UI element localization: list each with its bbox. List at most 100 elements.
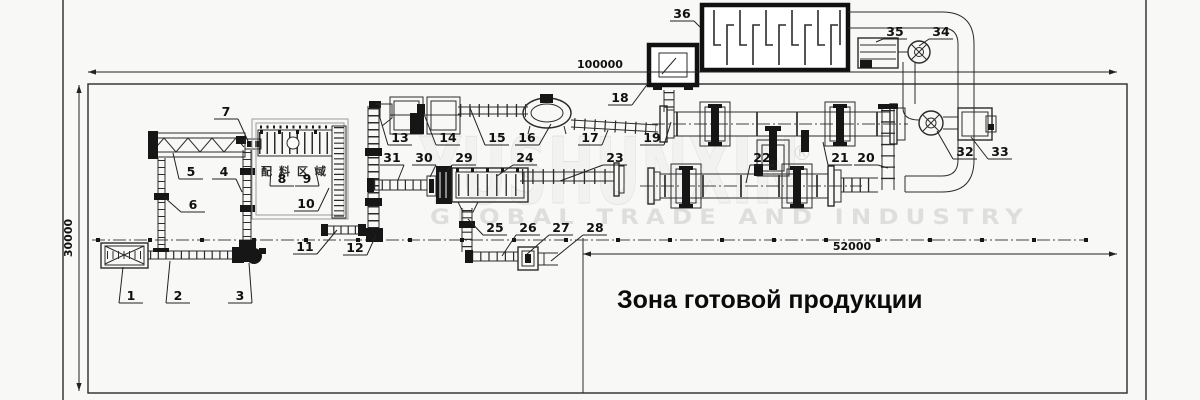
svg-text:21: 21	[831, 150, 848, 165]
mixer-16	[522, 94, 572, 135]
part-label-24: 24	[496, 150, 537, 177]
pellet-mill-24	[451, 167, 529, 213]
part-label-11: 11	[293, 229, 338, 255]
drum-support-pier	[824, 101, 856, 147]
drum-support-pier	[670, 163, 702, 209]
svg-text:22: 22	[753, 150, 770, 165]
part-label-26: 26	[501, 220, 540, 257]
part-label-23: 23	[559, 150, 627, 182]
svg-text:52000: 52000	[833, 240, 872, 253]
pipework	[848, 11, 976, 193]
svg-text:13: 13	[391, 130, 408, 145]
dimension-30000: 30000	[62, 85, 82, 391]
stairs-ladder-10	[331, 125, 347, 219]
motor-35	[857, 37, 908, 69]
part-label-20: 20	[854, 150, 889, 169]
part-label-1: 1	[118, 266, 143, 304]
svg-text:17: 17	[581, 130, 598, 145]
part-label-12: 12	[343, 234, 377, 256]
svg-text:3: 3	[236, 288, 245, 303]
part-label-27: 27	[525, 220, 573, 256]
svg-text:19: 19	[643, 130, 660, 145]
part-label-3: 3	[228, 262, 253, 304]
part-label-15: 15	[469, 107, 509, 146]
screw-conveyor-15	[458, 104, 528, 117]
part-label-29: 29	[446, 150, 476, 172]
conveyor-11	[321, 224, 366, 236]
part-label-35: 35	[875, 24, 907, 43]
part-label-7: 7	[214, 104, 249, 142]
part-label-16: 16	[515, 123, 552, 146]
fan-34	[907, 40, 931, 64]
belt-conveyor-2	[148, 250, 242, 260]
svg-text:20: 20	[857, 150, 875, 165]
dust-collector-36	[699, 2, 851, 73]
part-label-8: 8	[269, 166, 294, 187]
bucket-elevator-12	[365, 101, 383, 242]
support-column-6	[153, 158, 169, 252]
part-label-30: 30	[412, 150, 437, 178]
fan-32	[918, 110, 958, 136]
hot-air-furnace-21	[756, 126, 809, 177]
batching-area-label: 配料区域	[261, 164, 333, 178]
svg-text:16: 16	[518, 130, 536, 145]
duct-conveyor-17	[570, 118, 659, 135]
part-label-19: 19	[640, 121, 672, 146]
conveyor-31	[367, 178, 427, 192]
svg-text:25: 25	[486, 220, 503, 235]
part-label-25: 25	[467, 218, 507, 236]
pellet-mill-line	[367, 166, 529, 213]
watermark-tagline: GLOBAL TRADE AND INDUSTRY	[430, 205, 1030, 229]
discharge-28	[537, 252, 558, 266]
control-box-18	[646, 42, 700, 112]
part-label-36: 36	[670, 6, 701, 28]
svg-text:4: 4	[220, 164, 229, 179]
dimension-100000: 100000	[88, 58, 1117, 75]
svg-text:18: 18	[611, 90, 628, 105]
svg-text:14: 14	[439, 130, 457, 145]
motor-33	[957, 107, 997, 141]
svg-text:5: 5	[187, 164, 196, 179]
elevator-line	[321, 101, 393, 242]
part-label-17: 17	[578, 129, 609, 146]
part-label-33: 33	[970, 136, 1012, 160]
part-label-21: 21	[822, 141, 852, 166]
svg-text:6: 6	[189, 197, 198, 212]
drawing-frame	[62, 0, 1147, 400]
dimension-52000: 52000	[583, 240, 1117, 257]
svg-text:23: 23	[606, 150, 623, 165]
feeding-section	[100, 131, 266, 269]
svg-text:100000: 100000	[577, 58, 623, 71]
svg-text:27: 27	[552, 220, 569, 235]
crusher-3	[232, 247, 266, 264]
svg-text:29: 29	[455, 150, 472, 165]
bucket-elevator-4	[239, 150, 256, 250]
svg-text:32: 32	[956, 144, 973, 159]
truss-conveyor-5	[148, 131, 246, 159]
svg-text:8: 8	[278, 171, 287, 186]
upper-dryer-line	[652, 101, 908, 190]
drum-support-pier	[781, 163, 813, 209]
fan-motor-32-33	[918, 107, 997, 141]
svg-text:1: 1	[127, 288, 136, 303]
part-label-5: 5	[172, 152, 203, 180]
fan-motor-34-35	[857, 37, 931, 69]
svg-text:11: 11	[296, 239, 313, 254]
part-label-14: 14	[423, 113, 460, 146]
svg-text:34: 34	[932, 24, 950, 39]
part-label-4: 4	[212, 164, 243, 193]
svg-text:10: 10	[297, 196, 315, 211]
svg-text:24: 24	[516, 150, 534, 165]
grinding-section	[389, 94, 659, 135]
packer-27	[517, 246, 539, 271]
part-label-18: 18	[608, 81, 650, 106]
svg-text:30: 30	[415, 150, 433, 165]
svg-text:30000: 30000	[62, 219, 75, 258]
svg-text:15: 15	[488, 130, 505, 145]
lower-dryer-line	[520, 162, 878, 209]
drum-support-pier	[699, 101, 731, 147]
fence-dots	[96, 238, 1088, 242]
